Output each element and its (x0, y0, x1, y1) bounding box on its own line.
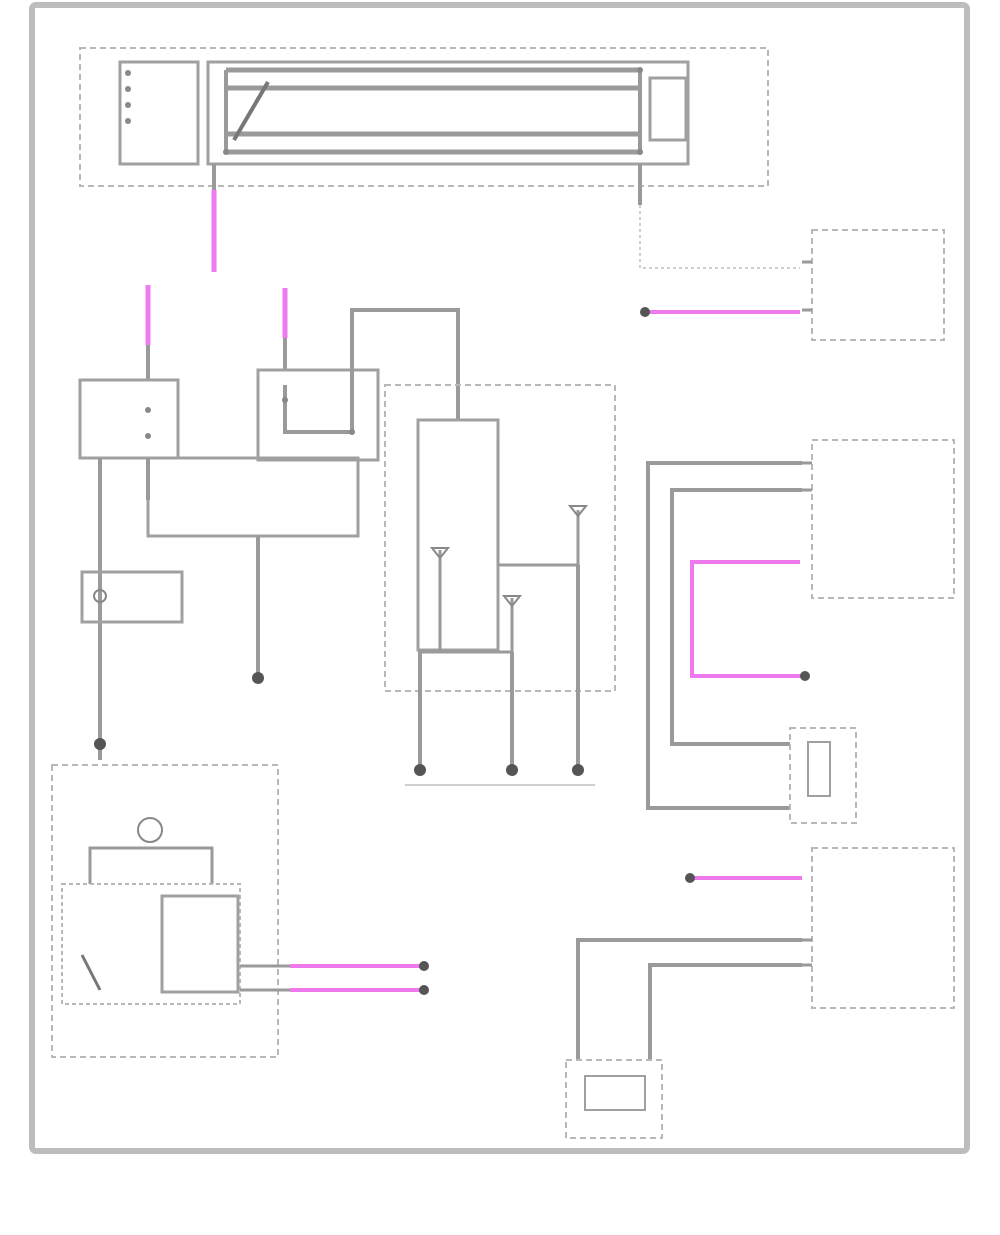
right-sensor-box (789, 727, 857, 824)
center-bus-box (146, 456, 360, 538)
ground-center-2 (506, 764, 518, 776)
ground-center-3 (572, 764, 584, 776)
bottom-left-controller (160, 894, 240, 994)
splice-bottom-right (685, 873, 695, 883)
left-relay-box (78, 378, 180, 460)
right-top-connector (639, 205, 945, 341)
right-top-module (811, 229, 945, 341)
ground-left (94, 738, 106, 750)
splice-bottom-2 (419, 985, 429, 995)
lamp-symbol (137, 817, 163, 843)
splice-right-top (640, 307, 650, 317)
center-relay-assembly (384, 384, 616, 786)
bottom-right-module (565, 847, 955, 1139)
center-left-module (78, 285, 460, 760)
top-left-module (118, 60, 200, 166)
bottom-right-dashed-box (811, 847, 955, 1009)
top-right-relay (648, 76, 688, 142)
top-switch-body (206, 60, 690, 166)
top-dashed-box (79, 47, 769, 187)
splice-bottom-1 (419, 961, 429, 971)
ground-center-left (252, 672, 264, 684)
top-switch-blade (232, 80, 270, 142)
bottom-left-relay (61, 883, 241, 1005)
inner-relay-box (416, 418, 500, 652)
center-dashed-box (384, 384, 616, 692)
splice-right-middle (800, 671, 810, 681)
bottom-left-switch (80, 954, 102, 991)
pink-wire-right-middle (690, 560, 805, 678)
bottom-right-sensor-box (565, 1059, 663, 1139)
right-middle-dashed-box (811, 439, 955, 599)
outer-border (29, 2, 970, 1154)
ground-center-1 (414, 764, 426, 776)
top-switch-assembly (79, 47, 769, 205)
bottom-left-module (51, 764, 290, 1058)
center-relay-box (256, 368, 380, 462)
right-middle-module (646, 439, 955, 824)
bottom-left-dashed-box (51, 764, 279, 1058)
left-switch-box (80, 570, 184, 624)
